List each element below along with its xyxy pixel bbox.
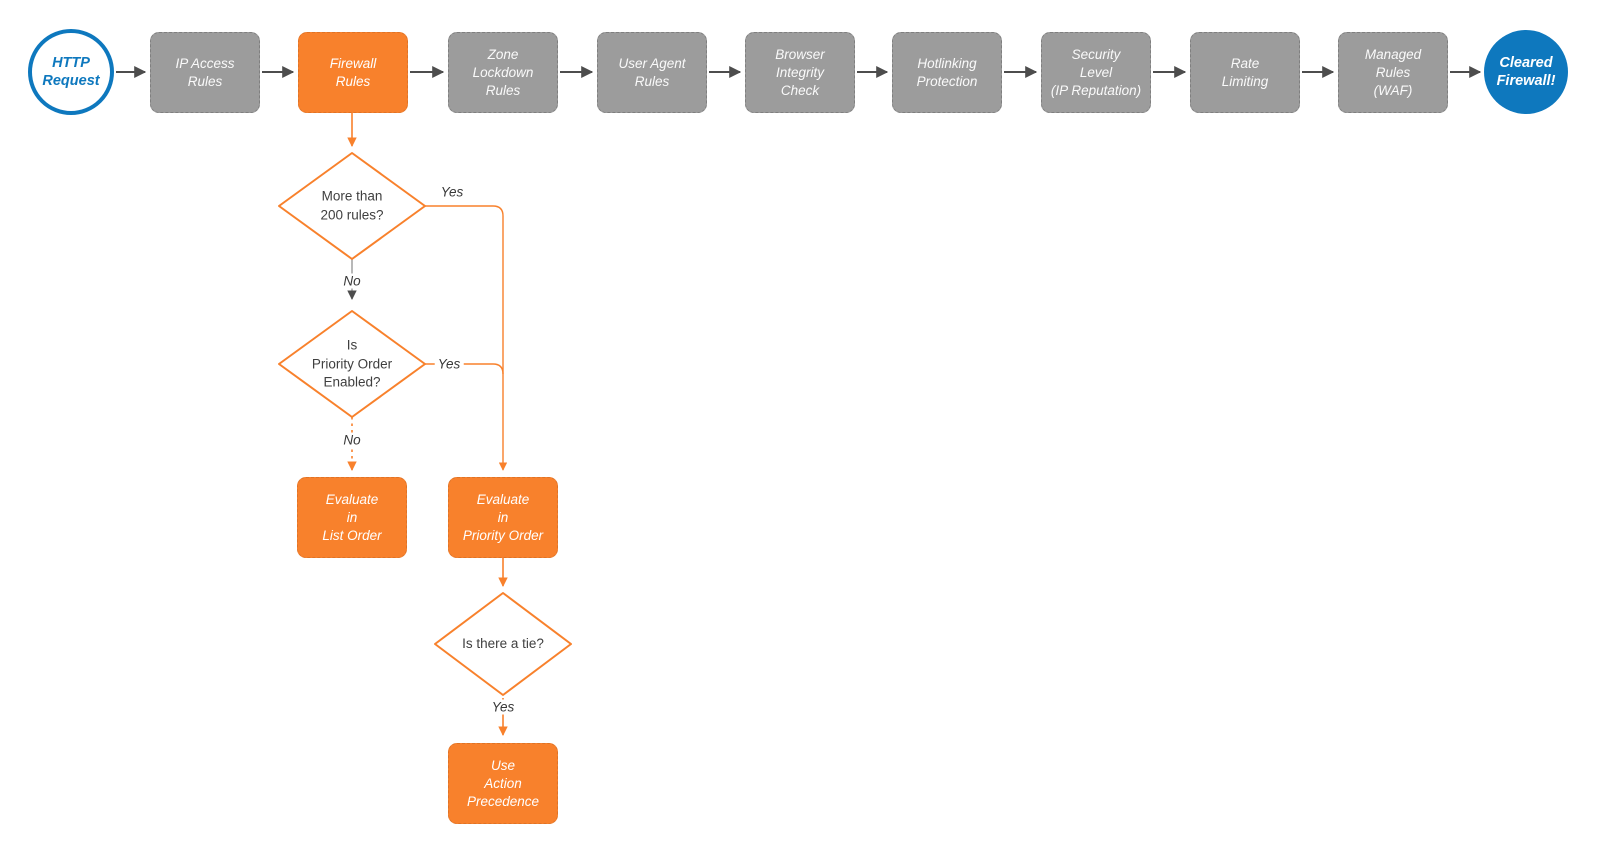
decision-more-than-200-rules-shape [278,152,426,260]
stage-ip-access-rules: IP Access Rules [150,32,260,113]
stage-label: Zone Lockdown Rules [472,46,534,98]
evaluate-in-list-order-label: Evaluate in List Order [322,491,382,543]
start-node-label: HTTP Request [42,55,100,89]
decision-priority-order-enabled-shape [278,310,426,418]
stage-security-level-ip-reputation: Security Level (IP Reputation) [1041,32,1151,113]
stage-managed-rules-waf: Managed Rules (WAF) [1338,32,1448,113]
decision-priority-order-enabled-label: Is Priority Order Enabled? [311,337,393,390]
decision-is-there-a-tie-shape [434,592,572,696]
stage-label: IP Access Rules [175,55,235,89]
stage-label: Hotlinking Protection [916,55,978,89]
arrow-decision1-yes-to-priority [425,205,508,471]
stage-hotlinking-protection: Hotlinking Protection [892,32,1002,113]
edge-label-d1-yes: Yes [437,184,467,200]
stage-zone-lockdown-rules: Zone Lockdown Rules [448,32,558,113]
decision-is-there-a-tie-label: Is there a tie? [462,635,544,651]
end-node-cleared-firewall: Cleared Firewall! [1484,30,1568,114]
use-action-precedence-box: Use Action Precedence [448,743,558,824]
evaluate-in-priority-order-label: Evaluate in Priority Order [462,491,544,543]
edge-label-d2-no: No [340,432,364,448]
stage-firewall-rules: Firewall Rules [298,32,408,113]
end-node-label: Cleared Firewall! [1496,55,1556,89]
stage-label: Managed Rules (WAF) [1364,46,1422,98]
edge-label-d1-no: No [340,273,364,289]
evaluate-in-list-order-box: Evaluate in List Order [297,477,407,558]
stage-label: Rate Limiting [1221,55,1269,89]
use-action-precedence-label: Use Action Precedence [466,757,540,809]
stage-label: Browser Integrity Check [775,46,825,98]
arrow-decision2-yes-join [425,363,504,375]
stage-label: User Agent Rules [618,55,686,89]
decision-more-than-200-rules-label: More than 200 rules? [320,188,384,223]
evaluate-in-priority-order-box: Evaluate in Priority Order [448,477,558,558]
stage-browser-integrity-check: Browser Integrity Check [745,32,855,113]
edge-label-d2-yes: Yes [434,356,464,372]
start-node-http-request: HTTP Request [28,29,114,115]
stage-label: Security Level (IP Reputation) [1050,46,1142,98]
stage-label: Firewall Rules [329,55,377,89]
decision-diamonds [278,152,572,696]
edge-label-d3-yes: Yes [488,699,518,715]
stage-user-agent-rules: User Agent Rules [597,32,707,113]
stage-rate-limiting: Rate Limiting [1190,32,1300,113]
